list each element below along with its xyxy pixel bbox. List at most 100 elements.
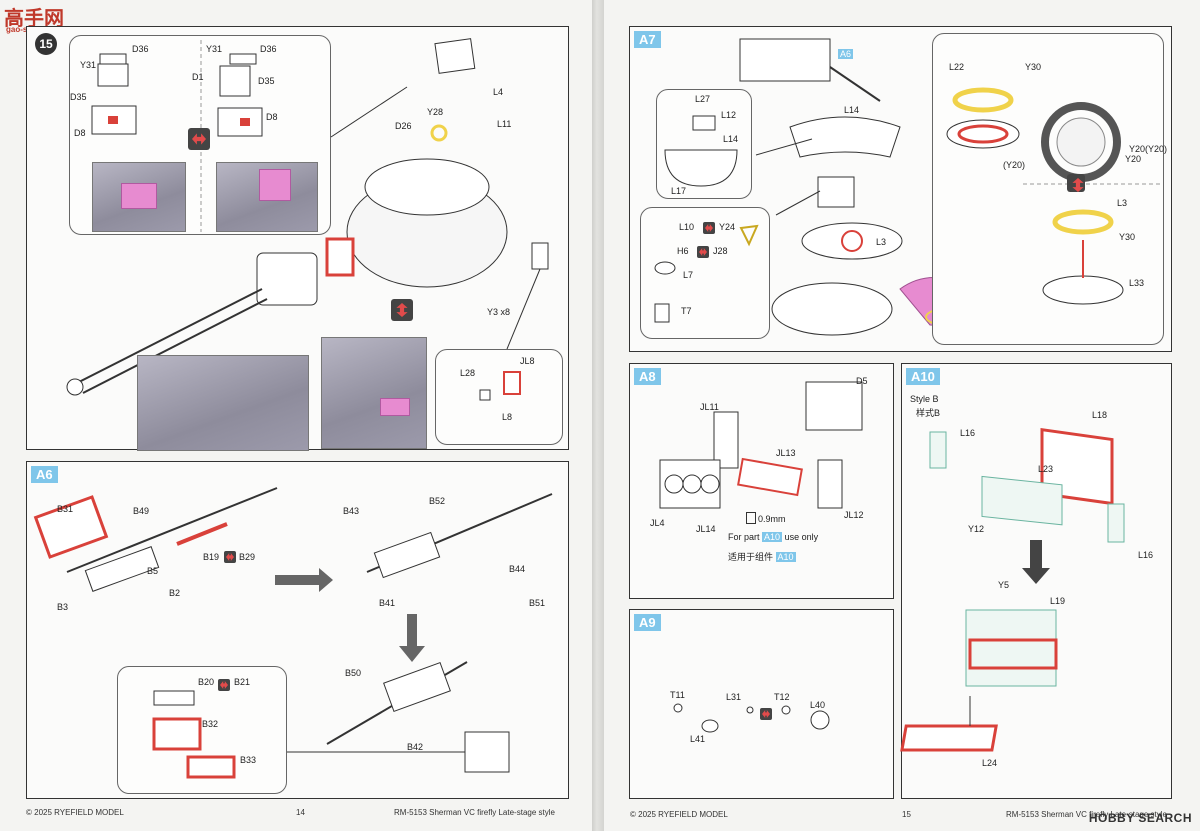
rotate-arrow-icon [391,299,413,321]
step-a10-tag: A10 [906,368,940,385]
label-l22: L3 [876,237,887,247]
label-t7: T7 [681,306,692,316]
label-l27: L27 [695,94,711,104]
h6-j28-swap-icon [697,246,709,258]
rear-detail-box: L28 JL8 L8 [435,349,563,445]
label-jl4: JL4 [650,518,665,528]
site-logo: 高手网 [4,8,64,30]
step-a7-panel: A7 L27 L12 L14 L17 [629,26,1172,352]
turret-drawing [66,38,549,396]
a6-drawing [33,487,553,773]
a8-drawing [659,381,863,509]
hatch-detail-drawing [91,40,263,232]
label-d35: D35 [70,92,87,102]
right-footer-title: RM-5153 Sherman VC firefly Late-stage st… [1006,810,1167,819]
label-d8: D8 [74,128,86,138]
ring-rotate-icon [1067,174,1085,192]
step-a9-tag: A9 [634,614,661,631]
label-l19: L19 [1050,596,1066,606]
label-b3: B3 [57,602,69,612]
label-a6-ref: A6 [838,49,854,59]
a8-note-prefix: For part [728,532,760,542]
label-j28: J28 [713,246,728,256]
label-d5: D5 [856,376,868,386]
label-y5: Y5 [998,580,1010,590]
label-l14: L14 [844,105,860,115]
label-b49: B49 [133,506,150,516]
a8-note-suffix: use only [784,532,819,542]
page-gutter [592,0,604,831]
right-footer-copyright: © 2025 RYEFIELD MODEL [630,810,728,819]
label-b31: B31 [57,504,74,514]
label-jl11: JL11 [700,402,719,412]
a8-note-cn: 适用于组件 A10 [728,550,796,563]
label-d26: D26 [395,121,412,131]
step-a10-panel: A10 Style B 样式B L18 L16 L23 Y12 L16 Y5 L… [900,363,1172,799]
label-l16: L16 [960,428,976,438]
label-b5: B5 [147,566,159,576]
label-jl8: JL8 [520,356,535,366]
label-t12: T12 [774,692,790,702]
step-a8-panel: A8 D5 JL11 JL13 JL4 JL14 JL12 0.9mm For … [629,363,894,599]
label-y20-y20: Y30 [1025,62,1042,72]
label-l4: L4 [493,87,504,97]
a10-style-cn: 样式B [916,408,941,418]
l10-y24-swap-icon [703,222,715,234]
left-footer-copyright: © 2025 RYEFIELD MODEL [26,808,124,817]
swap-arrow-icon [188,128,210,150]
label-l41: L41 [690,734,706,744]
a8-note: For part A10 use only [728,532,818,542]
step-a8-tag: A8 [634,368,661,385]
b20-b21-swap-icon [218,679,230,691]
label-l11: L11 [497,119,512,129]
label-d36-b: D36 [260,44,277,54]
label-y30-b: L3 [1117,198,1128,208]
label-l3: (Y20) [1003,160,1026,170]
label-b2: B2 [169,588,181,598]
label-l3-b: L33 [1129,278,1145,288]
label-y20-paren: Y20 [1125,154,1142,164]
drill-icon [746,512,756,524]
label-b21: B21 [234,677,251,687]
label-t11: T11 [670,690,685,700]
left-page: 高手网 gao-shou.com 15 Y [0,0,592,831]
label-jl12: JL12 [844,510,864,520]
label-b43: B43 [343,506,360,516]
hatch-photo-closed [92,162,186,232]
label-y24: Y24 [719,222,736,232]
label-l17: L17 [671,186,687,196]
label-b32: B32 [202,719,219,729]
label-l28: L28 [460,368,476,378]
label-l14-b: L14 [723,134,739,144]
a7-ring-detail-box: L22 Y30 Y20(Y20) Y20 (Y20) L3 Y30 L33 [932,33,1168,345]
hatch-detail-box: Y31 D36 D35 D8 Y31 D1 D36 D35 D8 [69,35,331,235]
label-jl14: JL14 [696,524,716,534]
label-jl13: JL13 [776,448,796,458]
a7-cupola-detail-box: L27 L12 L14 L17 [656,89,752,199]
label-l40: L40 [810,700,826,710]
right-page: A7 L27 L12 L14 L17 [604,0,1200,831]
a10-drawing [900,427,1125,752]
a7-periscope-detail-box: L10 Y24 H6 J28 L7 T7 [640,207,770,339]
label-b29: B29 [239,552,256,562]
left-footer-title: RM-5153 Sherman VC firefly Late-stage st… [394,808,555,817]
label-b41: B41 [379,598,396,608]
label-l8: L8 [502,412,513,422]
label-h6: H6 [677,246,689,256]
label-y20: Y20(Y20) [1129,144,1168,154]
drill-size: 0.9mm [758,514,786,524]
label-d36: D36 [132,44,149,54]
a8-note-cn-part: A10 [775,552,796,562]
label-b52: B52 [429,496,446,506]
label-l7: L7 [683,270,694,280]
label-d1: D1 [192,72,204,82]
a10-style: Style B [910,394,939,404]
step-a9-panel: A9 T11 L31 T12 L40 L41 [629,609,894,799]
a9-drawing [673,703,830,733]
right-footer-page: 15 [902,810,911,819]
label-b19: B19 [203,552,220,562]
step-15-badge: 15 [35,33,57,55]
label-b51: B51 [529,598,546,608]
label-y12: Y12 [968,524,985,534]
a8-note-cn-prefix: 适用于组件 [728,552,774,562]
